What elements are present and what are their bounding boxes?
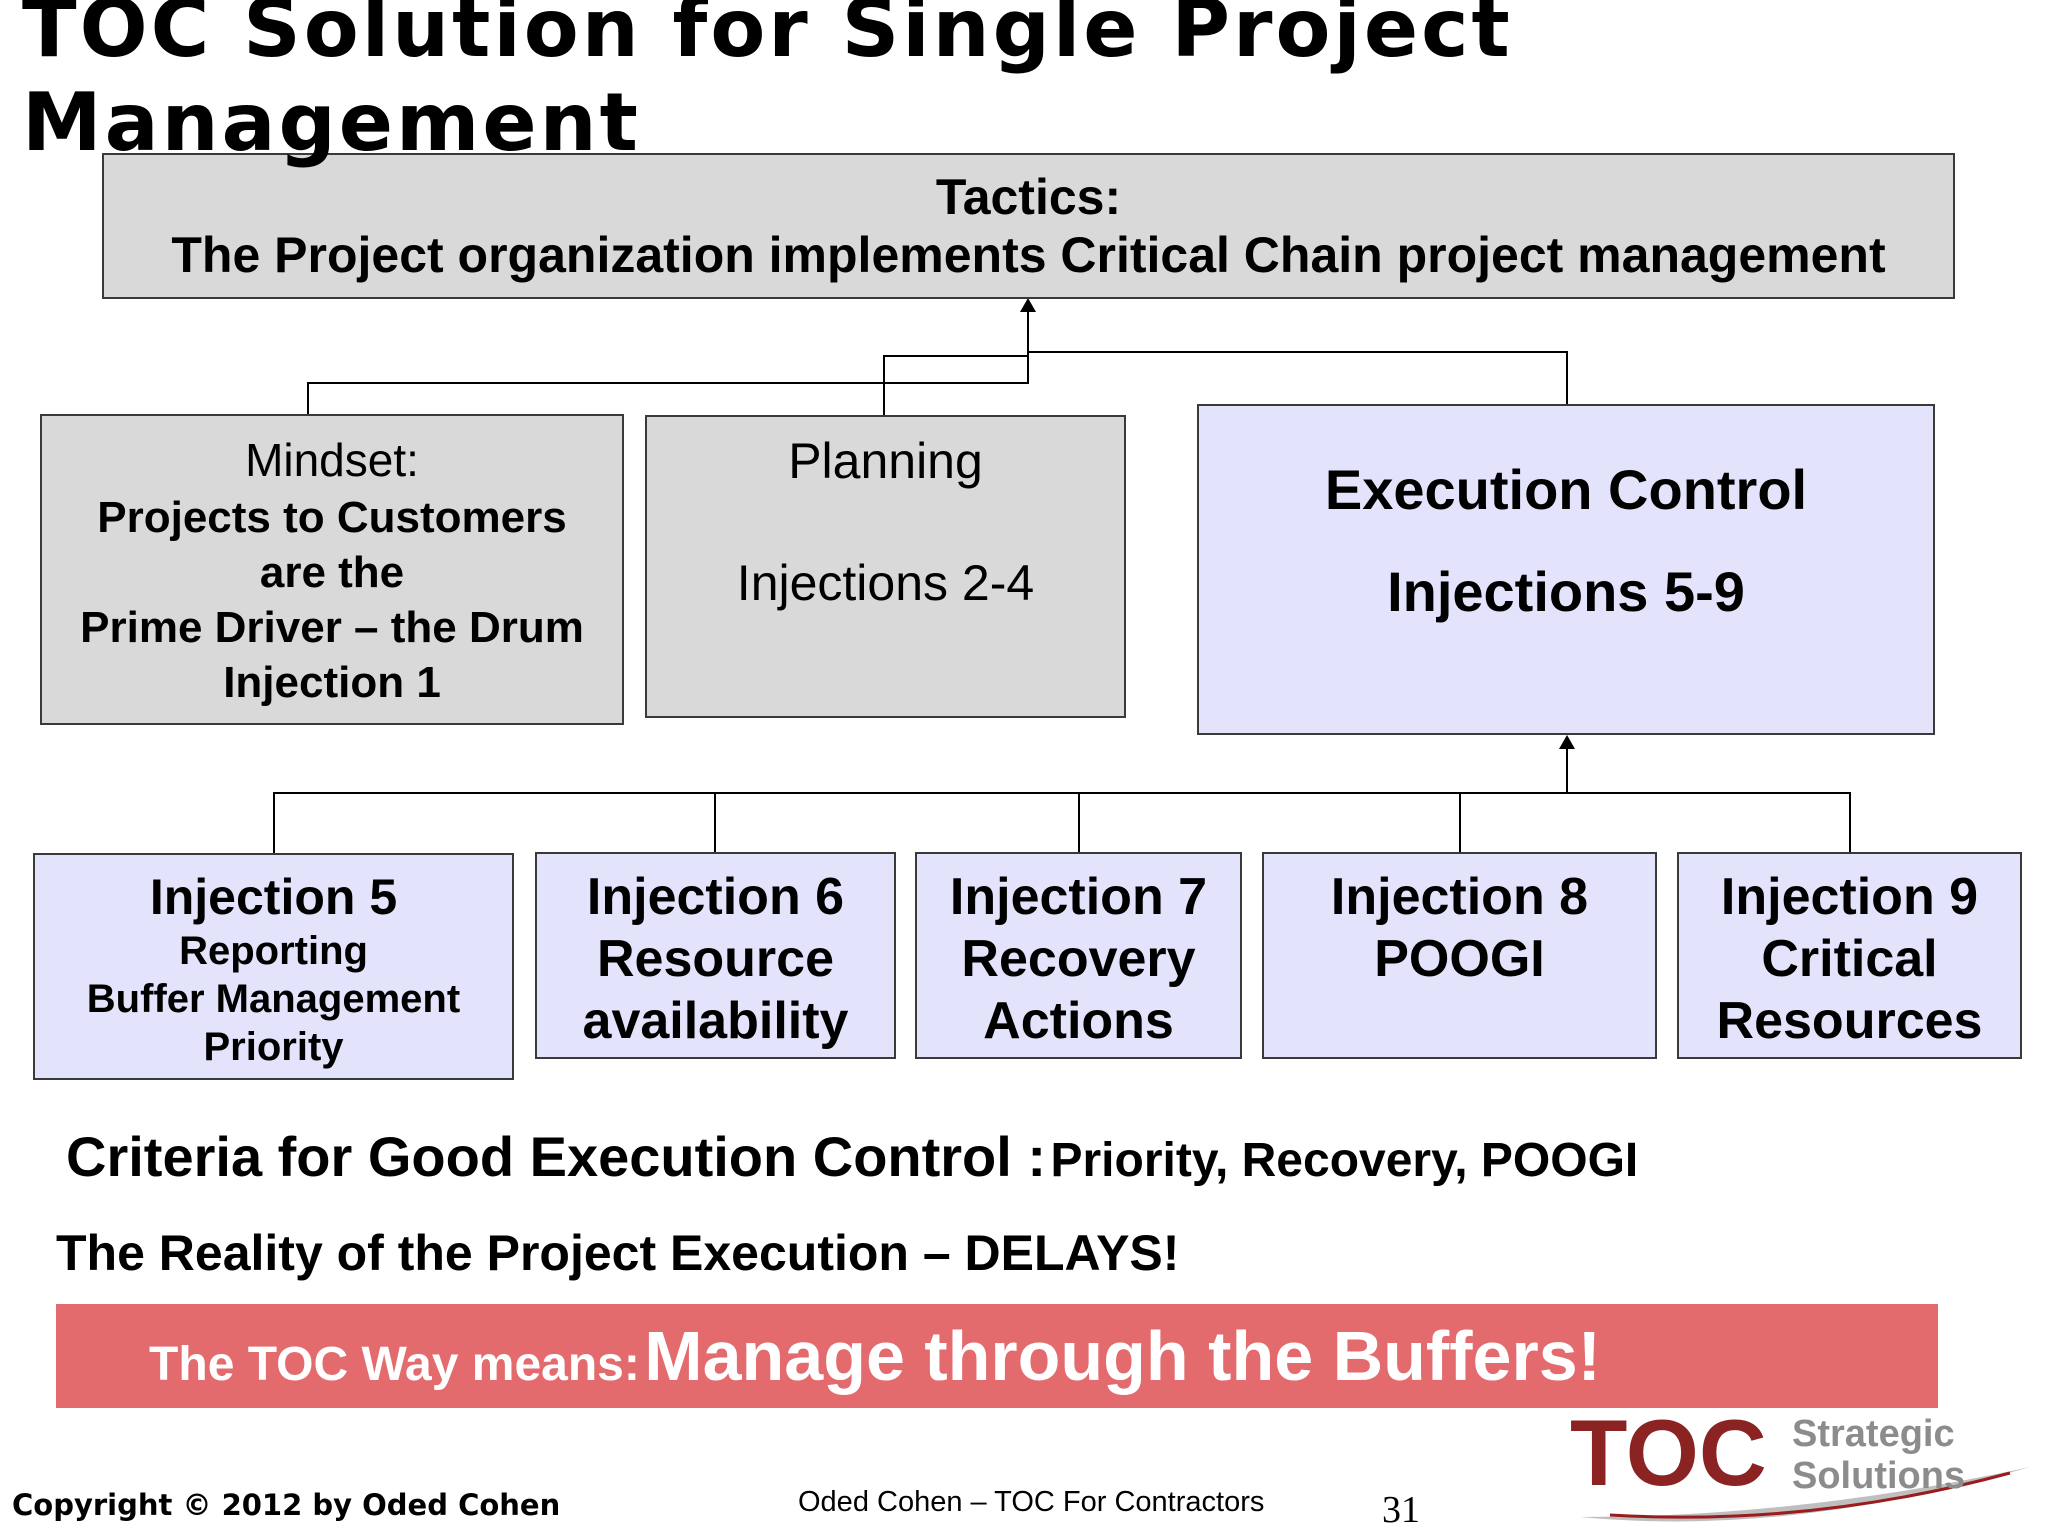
connector — [307, 382, 309, 415]
mindset-line: Projects to Customers — [97, 493, 567, 542]
slide-title-line1: TOC Solution for Single Project — [22, 0, 1513, 75]
injection-line: Recovery — [961, 930, 1196, 988]
injection-line: Reporting — [179, 929, 368, 973]
logo-sub-text: Strategic — [1792, 1413, 1955, 1455]
injection-line: Critical — [1761, 930, 1938, 988]
connector — [273, 792, 1851, 794]
mindset-injection: Injection 1 — [223, 658, 441, 707]
criteria-main: Criteria for Good Execution Control : — [66, 1125, 1047, 1188]
execution-control-box: Execution Control Injections 5-9 — [1197, 404, 1935, 735]
banner-small-text: The TOC Way means: — [149, 1338, 640, 1391]
toc-logo: TOC Strategic Solutions — [1570, 1400, 2040, 1530]
injection-box-7: Injection 7 Recovery Actions — [915, 852, 1242, 1059]
reality-text: The Reality of the Project Execution – D… — [56, 1225, 1180, 1281]
injection-title: Injection 8 — [1330, 868, 1589, 926]
connector — [307, 382, 1029, 384]
page-number: 31 — [1382, 1489, 1420, 1531]
execution-label: Execution Control — [1324, 458, 1808, 521]
criteria-items: Priority, Recovery, POOGI — [1050, 1134, 1639, 1187]
logo-main-text: TOC — [1570, 1400, 1767, 1505]
connector — [1459, 792, 1461, 854]
injection-line: Resource — [597, 930, 834, 988]
slide-title-line2: Management — [22, 76, 641, 169]
connector — [714, 792, 716, 854]
injection-box-5: Injection 5 Reporting Buffer Management … — [33, 853, 514, 1080]
injection-box-6: Injection 6 Resource availability — [535, 852, 896, 1059]
injection-title: Injection 6 — [586, 868, 845, 926]
slide-title: TOC Solution for Single Project Manageme… — [22, 0, 1513, 170]
tactics-box: Tactics: The Project organization implem… — [102, 153, 1955, 299]
connector — [1566, 748, 1568, 794]
mindset-line: are the — [259, 548, 405, 597]
connector — [1078, 792, 1080, 854]
copyright-text: Copyright © 2012 by Oded Cohen — [12, 1488, 561, 1522]
injection-line: availability — [582, 992, 849, 1050]
injection-line: Priority — [203, 1025, 344, 1069]
mindset-label: Mindset: — [245, 434, 419, 486]
planning-box: Planning Injections 2-4 — [645, 415, 1126, 718]
injection-title: Injection 9 — [1720, 868, 1979, 926]
arrow-up-icon — [1020, 298, 1036, 312]
injection-title: Injection 5 — [149, 869, 398, 925]
execution-injections: Injections 5-9 — [1387, 560, 1745, 623]
toc-way-banner — [56, 1304, 1938, 1408]
planning-label: Planning — [788, 433, 983, 489]
injection-line: Buffer Management — [86, 977, 461, 1021]
injection-line: Resources — [1716, 992, 1983, 1050]
criteria-line: Criteria for Good Execution Control : Pr… — [66, 1124, 1638, 1189]
toc-way-banner-text: The TOC Way means: Manage through the Bu… — [56, 1304, 1694, 1408]
arrow-up-icon — [1559, 735, 1575, 749]
injection-box-9: Injection 9 Critical Resources — [1677, 852, 2022, 1059]
mindset-box: Mindset: Projects to Customers are the P… — [40, 414, 624, 725]
logo-swoosh-icon — [1580, 1467, 2030, 1522]
logo-sub-text: Solutions — [1792, 1455, 1966, 1497]
connector — [1027, 351, 1568, 353]
connector — [883, 355, 1029, 357]
injection-title: Injection 7 — [949, 868, 1208, 926]
tactics-text: The Project organization implements Crit… — [171, 227, 1886, 283]
planning-injections: Injections 2-4 — [736, 555, 1035, 611]
banner-large-text: Manage through the Buffers! — [644, 1317, 1601, 1395]
injection-line: POOGI — [1374, 930, 1545, 988]
connector — [1849, 792, 1851, 854]
footer-center-text: Oded Cohen – TOC For Contractors — [798, 1486, 1265, 1518]
injection-box-8: Injection 8 POOGI — [1262, 852, 1657, 1059]
mindset-line: Prime Driver – the Drum — [80, 603, 584, 652]
tactics-label: Tactics: — [935, 169, 1122, 225]
connector — [1027, 308, 1029, 384]
connector — [883, 355, 885, 415]
connector — [1566, 351, 1568, 406]
connector — [273, 792, 275, 854]
injection-line: Actions — [983, 992, 1174, 1050]
